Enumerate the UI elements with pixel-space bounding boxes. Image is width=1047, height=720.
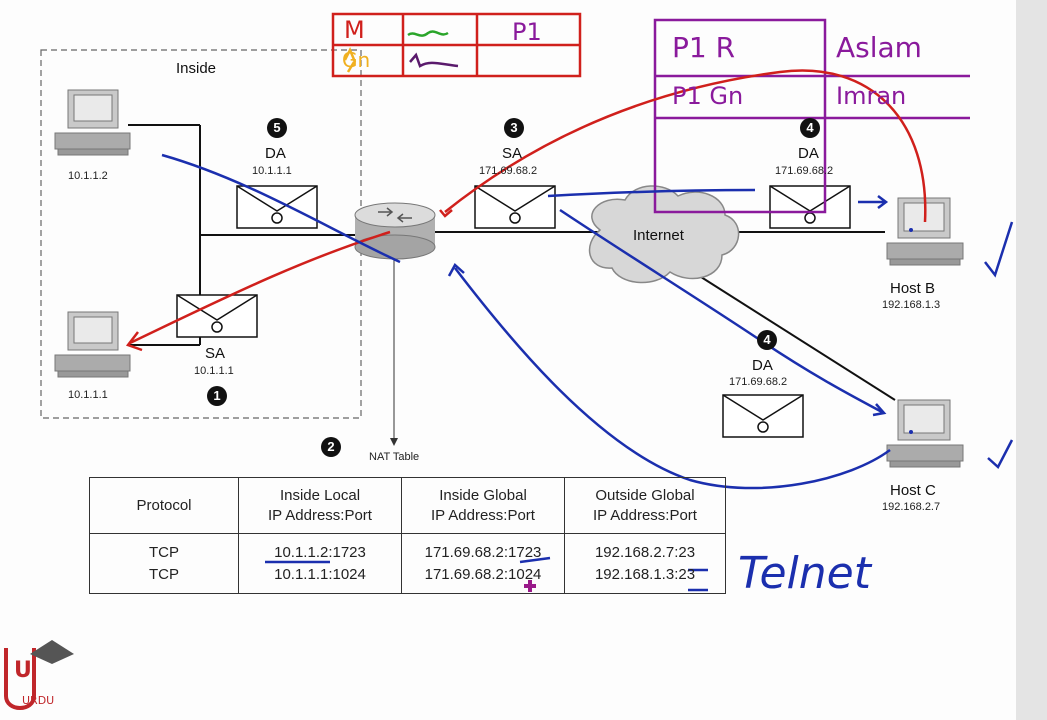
packet-addr: 171.69.68.2 (729, 376, 788, 388)
host-b-name: Host B (890, 280, 936, 297)
envelope-icon (236, 185, 318, 229)
packet-field: SA (205, 345, 226, 362)
box-right-cell: P1 Gn (672, 82, 744, 110)
envelope-icon (769, 185, 851, 229)
telnet-annotation: Telnet (738, 548, 871, 599)
box-right-cell: P1 R (672, 31, 736, 64)
logo-letter: U (14, 658, 32, 683)
packet-field: DA (798, 145, 819, 162)
annotation-scribble (407, 30, 449, 37)
inside-label: Inside (176, 60, 217, 77)
envelope-icon (474, 185, 556, 229)
step-marker: 4 (757, 330, 777, 350)
nat-table-caption: NAT Table (369, 451, 420, 463)
internet-label: Internet (633, 227, 684, 244)
annotation-scribble (343, 46, 357, 73)
logo-text: URDU (22, 694, 55, 707)
host-ip-label: 10.1.1.1 (68, 389, 108, 401)
box-left-cell: P1 (512, 18, 542, 46)
packet-addr: 10.1.1.1 (252, 165, 292, 177)
box-left-cell: M (344, 16, 365, 44)
packet-addr: 171.69.68.2 (775, 165, 834, 177)
nat-pointer-arrow (390, 438, 398, 446)
box-right-side: Aslam (836, 31, 922, 64)
packet-field: SA (502, 145, 523, 162)
packet-addr: 10.1.1.1 (194, 365, 234, 377)
host-ip-label: 10.1.1.2 (68, 170, 108, 182)
lan-cabling (128, 124, 896, 401)
packet-field: DA (752, 357, 773, 374)
computer-icon (886, 399, 964, 468)
router-icon (354, 202, 436, 260)
step-marker: 5 (267, 118, 287, 138)
envelope-icon (722, 394, 804, 438)
host-c-name: Host C (890, 482, 936, 499)
box-left-cell: Gn (342, 48, 371, 72)
side-panel (1016, 0, 1047, 720)
host-b-ip: 192.168.1.3 (882, 299, 941, 311)
internet-cloud (588, 185, 740, 284)
packet-addr: 171.69.68.2 (479, 165, 538, 177)
annotation-box-left (331, 12, 582, 78)
box-right-side: Imran (836, 82, 907, 110)
annotation-scribble (409, 52, 459, 68)
step-marker: 2 (321, 437, 341, 457)
step-marker: 1 (207, 386, 227, 406)
urdu-logo (4, 640, 74, 710)
computer-icon (54, 89, 131, 156)
red-flow-path (125, 69, 927, 352)
step-marker: 3 (504, 118, 524, 138)
computer-icon (54, 311, 131, 378)
column-header: Protocol (89, 477, 239, 534)
packet-field: DA (265, 145, 286, 162)
host-c-ip: 192.168.2.7 (882, 501, 941, 513)
step-marker: 4 (800, 118, 820, 138)
